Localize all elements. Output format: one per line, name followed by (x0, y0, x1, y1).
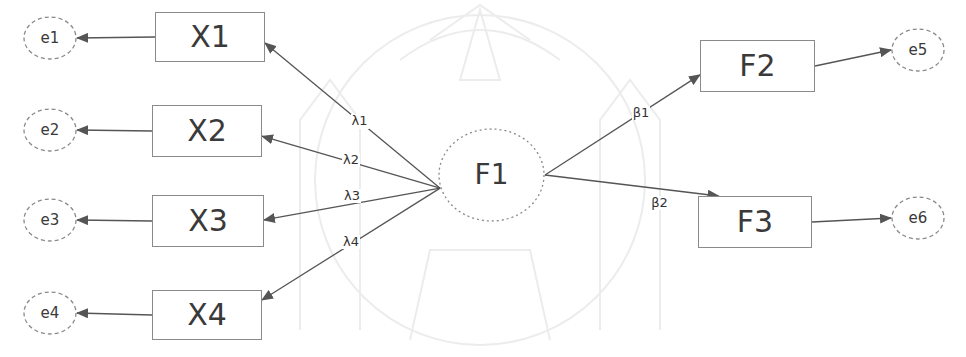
variable-name: e5 (909, 43, 928, 58)
variable-name: e2 (41, 123, 60, 138)
observed-variable-box: X3 (152, 195, 264, 247)
path-coefficient: β2 (650, 196, 669, 210)
path-arrow (262, 188, 440, 300)
path-arrow (77, 313, 152, 315)
variable-name: e6 (909, 211, 928, 226)
error-term-circle: e4 (23, 291, 77, 335)
path-coefficient: λ4 (342, 235, 360, 249)
variable-name: F1 (475, 161, 509, 189)
variable-name: X3 (188, 206, 228, 236)
variable-name: e3 (41, 213, 60, 228)
path-arrow (262, 136, 440, 188)
error-term-circle: e2 (23, 108, 77, 152)
variable-name: X1 (190, 22, 230, 52)
path-coefficient: λ2 (342, 153, 360, 167)
error-term-circle: e1 (23, 16, 77, 60)
path-arrow (545, 175, 719, 196)
path-coefficient: λ1 (351, 114, 369, 128)
observed-variable-box: X4 (152, 290, 262, 340)
observed-variable-box: F3 (698, 196, 812, 248)
observed-variable-box: X1 (155, 12, 265, 62)
ellipse-border (24, 109, 76, 151)
observed-variable-box: X2 (152, 105, 262, 157)
variable-name: X2 (187, 116, 227, 146)
ellipse-border (24, 292, 76, 334)
path-arrow (815, 50, 891, 66)
latent-variable-ellipse: F1 (438, 128, 545, 222)
path-coefficient: β1 (632, 106, 651, 120)
variable-name: F2 (739, 51, 775, 81)
ellipse-border (892, 197, 944, 239)
variable-name: F3 (737, 207, 773, 237)
ellipse-border (24, 17, 76, 59)
path-arrow (812, 218, 891, 222)
variable-name: e4 (41, 306, 60, 321)
error-term-circle: e3 (23, 198, 77, 242)
ellipse-border (892, 29, 944, 71)
ellipse-border (439, 129, 544, 221)
error-term-circle: e5 (891, 28, 945, 72)
path-arrow (77, 220, 152, 221)
variable-name: e1 (41, 31, 60, 46)
path-arrow (265, 43, 440, 188)
observed-variable-box: F2 (700, 40, 815, 92)
path-arrow (77, 37, 155, 38)
variable-name: X4 (187, 300, 227, 330)
path-arrow (545, 75, 700, 175)
path-arrow (77, 130, 152, 131)
path-coefficient: λ3 (343, 189, 361, 203)
ellipse-border (24, 199, 76, 241)
error-term-circle: e6 (891, 196, 945, 240)
